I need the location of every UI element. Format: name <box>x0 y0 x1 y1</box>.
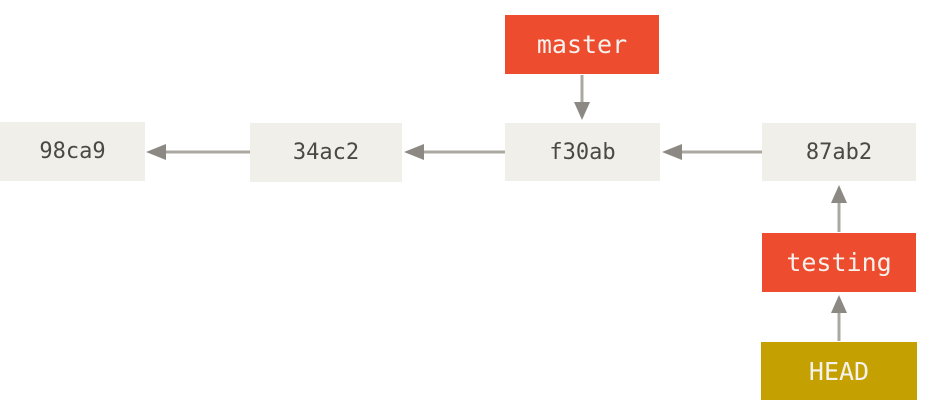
branch-label-master: master <box>505 15 659 74</box>
commit-hash-text: 98ca9 <box>39 139 106 164</box>
head-pointer-text: HEAD <box>808 356 870 386</box>
commit-box-98ca9: 98ca9 <box>0 122 145 181</box>
commit-hash-text: 87ab2 <box>805 139 873 165</box>
commit-hash-text: 34ac2 <box>292 140 360 165</box>
commit-box-87ab2: 87ab2 <box>762 123 916 181</box>
branch-label-testing: testing <box>762 233 916 292</box>
commit-box-34ac2: 34ac2 <box>250 123 402 182</box>
branch-label-master-text: master <box>536 30 628 59</box>
arrow-f30ab-to-34ac2 <box>404 144 505 160</box>
branch-label-testing-text: testing <box>786 248 892 277</box>
arrow-87ab2-to-f30ab <box>662 144 762 160</box>
head-pointer-box: HEAD <box>761 342 917 400</box>
commit-box-f30ab: f30ab <box>505 123 660 181</box>
arrow-34ac2-to-98ca9 <box>146 144 250 160</box>
commit-hash-text: f30ab <box>549 139 616 165</box>
arrow-testing-to-87ab2 <box>831 185 847 232</box>
arrow-master-to-f30ab <box>574 75 590 120</box>
arrow-head-to-testing <box>831 295 847 341</box>
